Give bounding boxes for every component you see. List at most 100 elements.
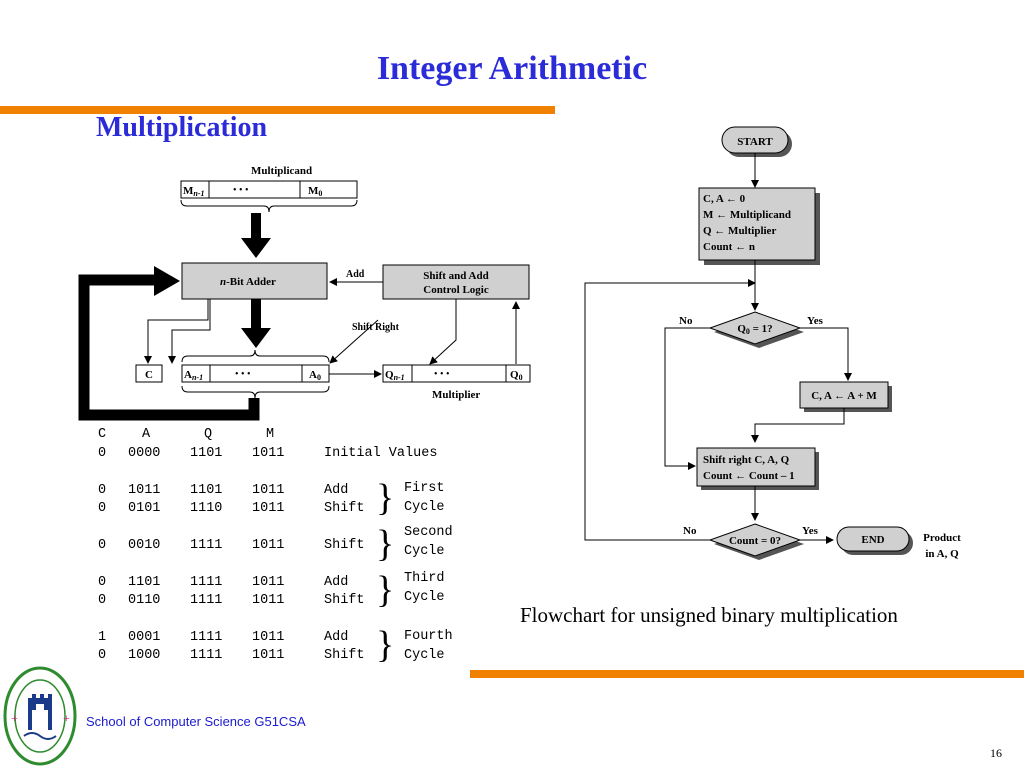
a-high-label: An-1	[184, 369, 203, 382]
table-row-6-c: 1	[98, 630, 107, 645]
header-c: C	[98, 427, 107, 442]
table-row-0-op: Initial Values	[324, 446, 438, 461]
cross-icon-left: +	[11, 711, 18, 725]
table-row-3-c: 0	[98, 538, 107, 553]
table-row-4-c: 0	[98, 575, 107, 590]
castle-icon	[28, 694, 52, 730]
multiplier-hardware-diagram: Multiplicand Mn-1 • • • M0 n-Bit Adder S…	[78, 165, 531, 421]
multiplicand-label: Multiplicand	[251, 165, 312, 177]
decision-count-label: Count = 0?	[729, 535, 781, 547]
header-m: M	[266, 427, 275, 442]
end-terminal	[836, 526, 910, 552]
cycle-1-line1: First	[404, 481, 445, 496]
cycle-2-line2: Cycle	[404, 544, 445, 559]
bottom-divider-bar	[470, 670, 1024, 678]
university-logo: + +	[3, 666, 77, 766]
init-line-1: C, A ← 0	[703, 193, 746, 205]
school-footer: School of Computer Science G51CSA	[86, 714, 306, 729]
no-label-2: No	[683, 525, 697, 537]
shift-right-label: Shift Right	[352, 322, 400, 333]
table-row-7-a: 1000	[128, 648, 161, 663]
table-row-5-a: 0110	[128, 593, 161, 608]
control-logic-box	[382, 264, 530, 300]
slide-subtitle: Multiplication	[96, 112, 268, 143]
control-logic-line1: Shift and Add	[423, 270, 488, 282]
cycle-4-line1: Fourth	[404, 629, 453, 644]
c-register	[135, 364, 163, 383]
table-row-3-m: 1011	[252, 538, 285, 553]
table-row-1-op: Add	[324, 483, 349, 498]
yes-label-2: Yes	[802, 525, 819, 537]
shift-step	[696, 447, 816, 487]
shift-step-line-1: Shift right C, A, Q	[703, 454, 790, 466]
a-dots: • • •	[235, 369, 251, 380]
init-line-2: M ← Multiplicand	[703, 209, 791, 221]
init-step	[698, 187, 816, 261]
table-row-2-a: 0101	[128, 501, 161, 516]
table-row-0-m: 1011	[252, 446, 285, 461]
table-row-4-op: Add	[324, 575, 349, 590]
table-row-6-q: 1111	[190, 630, 223, 645]
cycle-brace-1: }	[376, 477, 395, 519]
table-row-1-a: 1011	[128, 483, 161, 498]
table-row-2-c: 0	[98, 501, 107, 516]
table-row-6-op: Add	[324, 630, 349, 645]
table-row-0-q: 1101	[190, 446, 223, 461]
cycle-brace-2: }	[376, 523, 395, 565]
q-high-label: Qn-1	[385, 369, 405, 382]
table-row-5-m: 1011	[252, 593, 285, 608]
decision-q0-label: Q0 = 1?	[737, 323, 772, 336]
decision-count	[708, 523, 802, 557]
no-label-1: No	[679, 315, 693, 327]
cycle-brace-4: }	[376, 624, 395, 666]
table-row-5-q: 1111	[190, 593, 223, 608]
top-divider-bar	[0, 106, 555, 114]
table-row-4-a: 1101	[128, 575, 161, 590]
control-logic-line2: Control Logic	[423, 284, 489, 296]
add-step-label: C, A ← A + M	[811, 390, 877, 402]
shift-step-line-2: Count ← Count – 1	[703, 470, 795, 482]
a-low-label: A0	[309, 369, 321, 382]
multiplier-label: Multiplier	[432, 389, 480, 401]
table-row-0-c: 0	[98, 446, 107, 461]
multiplicand-register	[180, 180, 358, 199]
logo-seal	[3, 666, 77, 766]
m-dots: • • •	[233, 185, 249, 196]
table-row-4-q: 1111	[190, 575, 223, 590]
table-row-1-c: 0	[98, 483, 107, 498]
table-row-3-q: 1111	[190, 538, 223, 553]
init-line-3: Q ← Multiplier	[703, 225, 776, 237]
decision-q0	[708, 311, 802, 345]
q-low-label: Q0	[510, 369, 523, 382]
header-a: A	[142, 427, 151, 442]
cycle-3-line2: Cycle	[404, 590, 445, 605]
table-row-5-op: Shift	[324, 593, 365, 608]
q-register	[382, 364, 531, 383]
table-row-7-op: Shift	[324, 648, 365, 663]
yes-label-1: Yes	[807, 315, 824, 327]
header-q: Q	[204, 427, 213, 442]
end-label: END	[861, 534, 884, 546]
q-dots: • • •	[434, 369, 450, 380]
slide-title: Integer Arithmetic	[376, 50, 648, 87]
table-row-7-c: 0	[98, 648, 107, 663]
flowchart-caption: Flowchart for unsigned binary multiplica…	[520, 603, 898, 627]
table-row-1-q: 1101	[190, 483, 223, 498]
n-bit-adder	[181, 262, 328, 300]
page-number: 16	[990, 746, 1002, 760]
table-row-2-op: Shift	[324, 501, 365, 516]
add-signal-label: Add	[346, 269, 365, 280]
table-row-2-m: 1011	[252, 501, 285, 516]
init-line-4: Count ← n	[703, 241, 755, 253]
cycle-3-line1: Third	[404, 571, 445, 586]
table-row-1-m: 1011	[252, 483, 285, 498]
table-row-7-m: 1011	[252, 648, 285, 663]
start-label: START	[737, 136, 773, 148]
table-row-3-a: 0010	[128, 538, 161, 553]
table-row-5-c: 0	[98, 593, 107, 608]
cycle-2-line1: Second	[404, 525, 453, 540]
add-step	[799, 381, 889, 409]
product-line-2: in A, Q	[925, 548, 959, 560]
table-row-7-q: 1111	[190, 648, 223, 663]
m-low-label: M0	[308, 185, 322, 198]
